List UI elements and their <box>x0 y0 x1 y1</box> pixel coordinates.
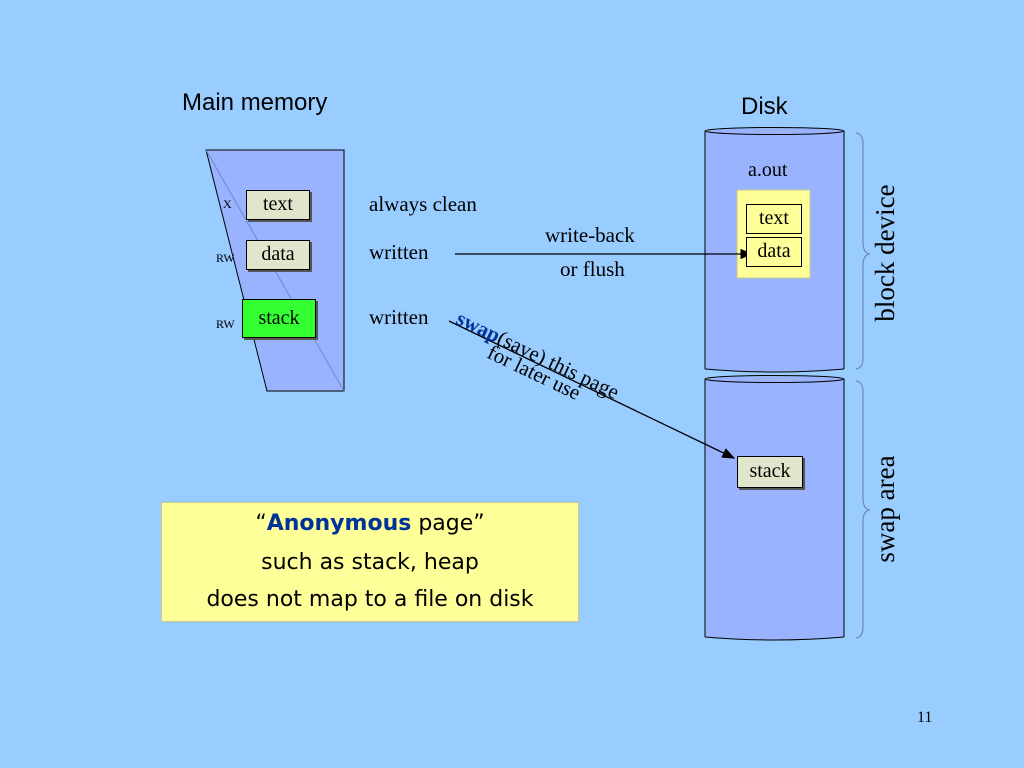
text-permission-label: X <box>223 197 232 211</box>
stack-permission-label: RW <box>216 317 235 331</box>
callout-keyword: Anonymous <box>266 511 412 536</box>
block-device-label: block device <box>870 184 900 322</box>
block-device-cylinder <box>704 127 845 373</box>
data-permission-label: RW <box>216 251 235 265</box>
callout-title-rest: page” <box>411 511 485 536</box>
swap-area-label: swap area <box>870 455 900 563</box>
disk-stack-segment: stack <box>737 456 803 488</box>
disk-data-segment: data <box>746 237 802 267</box>
disk-title: Disk <box>741 93 788 120</box>
swap-area-cylinder <box>704 375 845 641</box>
stack-written-label: written <box>369 305 429 329</box>
callout-title: “Anonymous page” <box>162 511 578 536</box>
page-number: 11 <box>917 709 933 726</box>
callout-open-quote: “ <box>255 511 267 536</box>
disk-text-segment: text <box>746 204 802 234</box>
text-segment: text <box>246 190 310 220</box>
writeback-label-line2: or flush <box>560 257 625 281</box>
swap-arrow <box>448 320 736 459</box>
swap-area-brace <box>855 380 871 639</box>
main-memory-title: Main memory <box>182 89 328 116</box>
block-device-brace <box>855 132 871 370</box>
stack-segment: stack <box>242 299 316 338</box>
anonymous-page-callout: “Anonymous page” such as stack, heap doe… <box>161 502 579 622</box>
writeback-label-line1: write-back <box>545 223 635 247</box>
callout-line2: such as stack, heap <box>261 550 479 575</box>
data-segment: data <box>246 240 310 270</box>
aout-label: a.out <box>748 159 788 181</box>
callout-line3: does not map to a file on disk <box>206 587 534 612</box>
main-memory-diagonal <box>205 149 345 392</box>
data-written-label: written <box>369 240 429 264</box>
always-clean-label: always clean <box>369 192 477 216</box>
